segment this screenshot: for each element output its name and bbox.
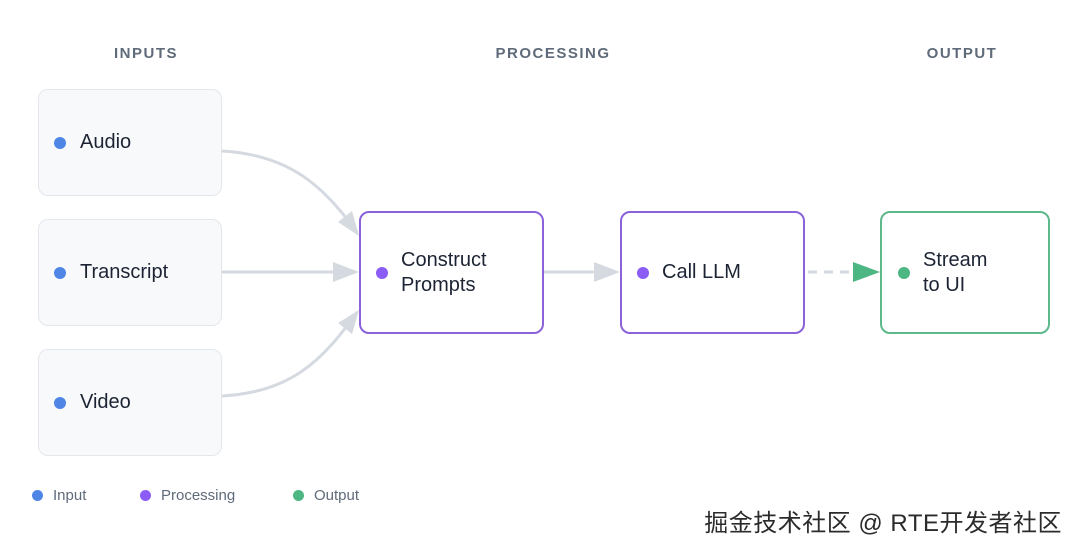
- legend-input-label: Input: [53, 487, 87, 504]
- input-dot-icon: [54, 136, 66, 149]
- input-node-transcript: Transcript: [38, 219, 222, 326]
- arrowhead-callllm: [594, 262, 620, 282]
- edge-audio-to-construct: [221, 149, 359, 233]
- legend-output-label: Output: [314, 487, 360, 504]
- stream-to-ui-label: Stream to UI: [923, 248, 988, 296]
- edge-video-to-construct: [221, 311, 359, 398]
- arrowhead-transcript: [333, 262, 359, 282]
- input-node-audio: Audio: [38, 89, 222, 196]
- processing-column-header: PROCESSING: [495, 45, 611, 62]
- output-dot-icon: [898, 266, 910, 279]
- processing-dot-icon: [637, 266, 649, 279]
- processing-dot-icon: [376, 266, 388, 279]
- inputs-column-header: INPUTS: [113, 45, 178, 62]
- output-column-header: OUTPUT: [926, 45, 998, 62]
- legend-item-processing: Processing: [140, 487, 235, 504]
- watermark-text: 掘金技术社区 @ RTE开发者社区: [704, 510, 1062, 537]
- arrowhead-video: [338, 310, 359, 334]
- legend-processing-label: Processing: [161, 487, 236, 504]
- input-node-video: Video: [38, 349, 222, 456]
- input-node-transcript-label: Transcript: [80, 261, 169, 283]
- input-dot-icon: [54, 396, 66, 409]
- input-node-audio-label: Audio: [80, 131, 132, 153]
- legend-item-input: Input: [32, 487, 86, 504]
- arrowhead-stream: [853, 262, 880, 282]
- processing-node-call-llm: Call LLM: [620, 211, 805, 334]
- legend-item-output: Output: [293, 487, 359, 504]
- legend-input-dot-icon: [32, 490, 43, 501]
- call-llm-label: Call LLM: [662, 261, 741, 283]
- legend-processing-dot-icon: [140, 490, 151, 501]
- output-node-stream-to-ui: Stream to UI: [880, 211, 1050, 334]
- processing-node-construct-prompts: Construct Prompts: [359, 211, 544, 334]
- arrowhead-audio: [338, 211, 359, 236]
- input-dot-icon: [54, 266, 66, 279]
- construct-prompts-label: Construct Prompts: [401, 248, 487, 296]
- legend-output-dot-icon: [293, 490, 304, 501]
- input-node-video-label: Video: [80, 391, 131, 413]
